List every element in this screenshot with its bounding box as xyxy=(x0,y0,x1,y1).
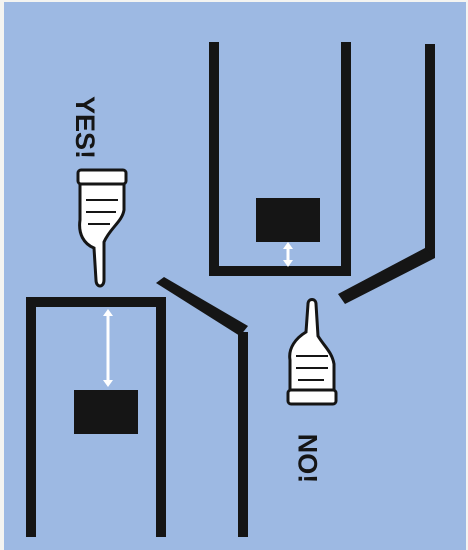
bottom-frame-figure xyxy=(26,277,248,537)
bottom-door-post xyxy=(238,332,248,537)
top-block xyxy=(256,198,320,242)
top-frame-right-post xyxy=(341,42,351,276)
top-frame-figure xyxy=(209,42,435,304)
bottom-door-flap xyxy=(156,277,248,336)
bottom-block xyxy=(74,390,138,434)
no-label: NO! xyxy=(292,433,323,484)
yes-label: YES! xyxy=(70,95,101,160)
bottom-gap-arrow xyxy=(103,309,113,387)
top-door-flap xyxy=(338,248,435,304)
top-frame-left-post xyxy=(209,42,219,276)
no-pointing-hand-icon xyxy=(286,298,338,406)
top-door-post xyxy=(425,44,435,258)
yes-pointing-hand-icon xyxy=(76,168,128,288)
bottom-frame-top-bar xyxy=(26,297,166,307)
bottom-frame-left-post xyxy=(26,297,36,537)
top-gap-arrow xyxy=(283,242,293,267)
bottom-frame-right-post xyxy=(156,297,166,537)
top-frame-bottom-bar xyxy=(209,266,345,276)
